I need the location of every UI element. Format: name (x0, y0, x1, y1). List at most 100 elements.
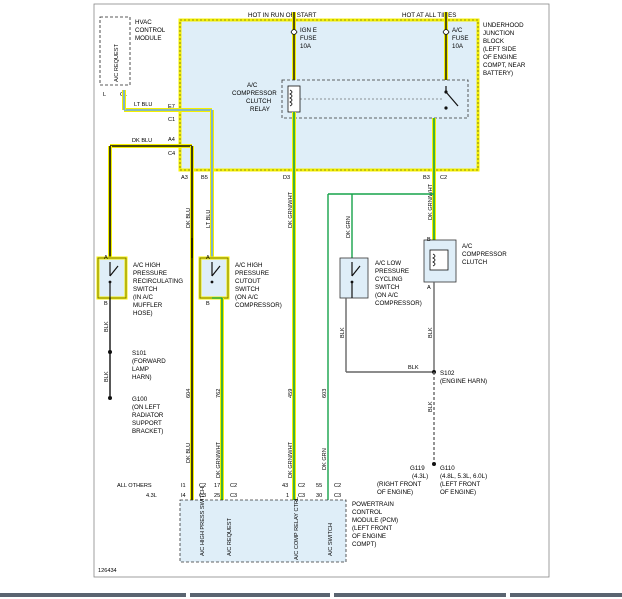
svg-text:COMPRESSOR): COMPRESSOR) (235, 302, 282, 309)
svg-text:C3: C3 (199, 493, 206, 499)
dk-grnwht-low-label: DK GRN/WHT (216, 441, 222, 478)
svg-text:SWITCH: SWITCH (133, 286, 157, 293)
svg-text:C2: C2 (230, 483, 237, 489)
blk-6: BLK (428, 401, 434, 412)
svg-text:(LEFT SIDE: (LEFT SIDE (483, 46, 516, 53)
svg-text:S102: S102 (440, 370, 455, 377)
pcm-pin-4: A/C SWITCH (328, 523, 334, 556)
pin-a4: A4 (168, 137, 175, 143)
svg-text:CYCLING: CYCLING (375, 276, 403, 283)
pcm-pin-3: A/C COMP RELAY CTRL (294, 497, 300, 560)
ground-g119: G119 (4.3L) (RIGHT FRONT OF ENGINE) (377, 465, 428, 496)
svg-text:43: 43 (282, 483, 288, 489)
dk-blu-v-label: DK BLU (186, 208, 192, 228)
svg-text:B: B (427, 237, 431, 243)
svg-text:JUNCTION: JUNCTION (483, 30, 514, 37)
svg-text:(4.3L): (4.3L) (412, 473, 428, 480)
svg-text:I1: I1 (181, 483, 186, 489)
svg-text:PRESSURE: PRESSURE (235, 270, 269, 277)
svg-text:CLUTCH: CLUTCH (462, 259, 487, 266)
junction-block-label: UNDERHOOD JUNCTION BLOCK (LEFT SIDE OF E… (483, 22, 526, 77)
low-pressure-switch (339, 257, 369, 299)
svg-text:A/C LOW: A/C LOW (375, 260, 401, 267)
hot-run-start-label: HOT IN RUN OR START (248, 12, 317, 19)
svg-text:55: 55 (316, 483, 322, 489)
pin-c4: C4 (168, 151, 175, 157)
hvac-label-1: HVAC (135, 19, 152, 26)
svg-text:I4: I4 (181, 493, 186, 499)
svg-text:C2: C2 (334, 483, 341, 489)
svg-text:CUTOUT: CUTOUT (235, 278, 261, 285)
svg-text:C2: C2 (199, 483, 206, 489)
svg-text:UNDERHOOD: UNDERHOOD (483, 22, 524, 29)
svg-text:(4.8L, 5.3L, 6.0L): (4.8L, 5.3L, 6.0L) (440, 473, 487, 480)
svg-text:OF ENGINE: OF ENGINE (483, 54, 517, 61)
blk-4: BLK (408, 365, 419, 371)
pcm-module (179, 499, 347, 563)
ign-fuse: IGN E FUSE 10A (290, 24, 317, 80)
dk-grnwht-v-label: DK GRN/WHT (288, 191, 294, 228)
svg-text:S101: S101 (132, 350, 147, 357)
svg-text:COMPT): COMPT) (352, 541, 376, 548)
hp-recirc-switch: A B (96, 255, 128, 307)
svg-text:17: 17 (214, 483, 220, 489)
lt-blu-v-label: LT BLU (206, 210, 212, 228)
pcm-row-2: I4 C3 25 C3 1 C3 30 C3 (181, 493, 341, 499)
svg-text:MODULE (PCM): MODULE (PCM) (352, 517, 398, 524)
blk-3: BLK (340, 327, 346, 338)
svg-text:LAMP: LAMP (132, 366, 149, 373)
svg-text:1: 1 (286, 493, 289, 499)
wire-459: 459 (288, 389, 294, 398)
blk-2: BLK (104, 371, 110, 382)
junction-block (178, 18, 480, 172)
ac-fuse: A/C FUSE 10A (442, 24, 469, 80)
dk-blu-top-label: DK BLU (132, 138, 152, 144)
svg-text:OF ENGINE): OF ENGINE) (440, 489, 476, 496)
pin-e7: E7 (168, 104, 175, 110)
hp-cutout-switch-label: A/C HIGH PRESSURE CUTOUT SWITCH (ON A/C … (235, 262, 282, 309)
ground-g100: G100 (ON LEFT RADIATOR SUPPORT BRACKET) (132, 396, 164, 435)
svg-text:SWITCH: SWITCH (235, 286, 259, 293)
svg-text:(LEFT FRONT: (LEFT FRONT (352, 525, 392, 532)
svg-text:CLUTCH: CLUTCH (246, 98, 271, 105)
svg-text:(FORWARD: (FORWARD (132, 358, 166, 365)
lt-blu-top-label: LT BLU (134, 102, 152, 108)
svg-text:BATTERY): BATTERY) (483, 70, 513, 77)
dk-grnwht-v2-label: DK GRN/WHT (428, 183, 434, 220)
svg-text:C3: C3 (230, 493, 237, 499)
svg-text:(IN A/C: (IN A/C (133, 294, 153, 301)
hot-all-times-label: HOT AT ALL TIMES (402, 12, 456, 19)
pin-c1: C1 (168, 117, 175, 123)
svg-text:B: B (206, 301, 210, 307)
svg-text:25: 25 (214, 493, 220, 499)
dk-blu-low-label: DK BLU (186, 443, 192, 463)
svg-text:BLOCK: BLOCK (483, 38, 505, 45)
svg-text:G119: G119 (410, 465, 425, 472)
svg-text:COMPT, NEAR: COMPT, NEAR (483, 62, 526, 69)
svg-text:C3: C3 (334, 493, 341, 499)
svg-text:MUFFLER: MUFFLER (133, 302, 163, 309)
pcm-label: POWERTRAIN CONTROL MODULE (PCM) (LEFT FR… (352, 501, 398, 548)
pcm-row-1: I1 C2 17 C2 43 C2 55 C2 (181, 483, 341, 489)
pin-d3: D3 (283, 175, 290, 181)
diagram-frame (93, 3, 550, 578)
all-others-label: ALL OTHERS (117, 483, 152, 489)
svg-text:RADIATOR: RADIATOR (132, 412, 164, 419)
pin-a3: A3 (181, 175, 188, 181)
svg-text:C3: C3 (298, 493, 305, 499)
svg-text:(RIGHT FRONT: (RIGHT FRONT (377, 481, 421, 488)
svg-text:PRESSURE: PRESSURE (133, 270, 167, 277)
svg-text:10A: 10A (300, 43, 312, 50)
svg-text:(ON LEFT: (ON LEFT (132, 404, 160, 411)
svg-text:OF ENGINE): OF ENGINE) (377, 489, 413, 496)
svg-text:(ON A/C: (ON A/C (235, 294, 259, 301)
svg-text:30: 30 (316, 493, 322, 499)
hvac-module (99, 16, 131, 86)
l43-label: 4.3L (146, 493, 157, 499)
svg-text:(ON A/C: (ON A/C (375, 292, 399, 299)
svg-text:RELAY: RELAY (250, 106, 270, 113)
svg-text:A/C HIGH: A/C HIGH (235, 262, 263, 269)
pcm-pin-2: A/C REQUEST (227, 517, 233, 556)
svg-text:A: A (206, 255, 210, 261)
